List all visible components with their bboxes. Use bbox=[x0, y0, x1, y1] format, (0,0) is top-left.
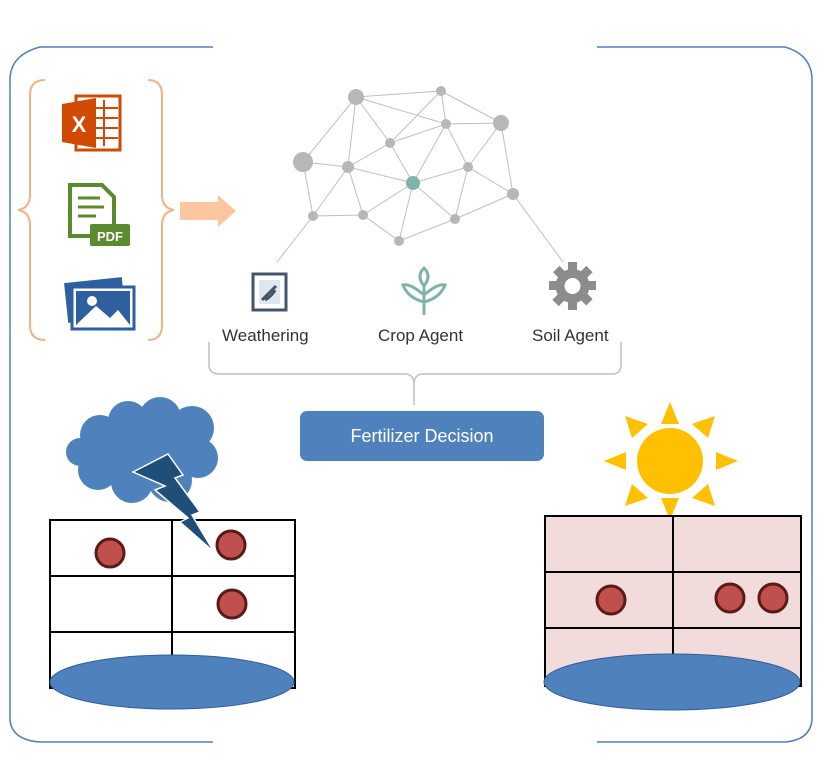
network-node bbox=[385, 138, 395, 148]
left-orange-brace bbox=[17, 79, 46, 341]
crop-agent-label: Crop Agent bbox=[378, 326, 464, 345]
right-orange-brace bbox=[147, 79, 175, 341]
network-node bbox=[348, 89, 364, 105]
network-edges bbox=[276, 90, 564, 263]
lightning-icon bbox=[131, 453, 215, 553]
network-node bbox=[493, 115, 509, 131]
frame-left-bracket bbox=[9, 46, 213, 743]
network-node bbox=[358, 210, 368, 220]
left-bin-dots bbox=[94, 529, 248, 620]
frame-right-bracket bbox=[597, 46, 813, 743]
network-node bbox=[441, 119, 451, 129]
network-nodes bbox=[293, 86, 519, 246]
sun-icon bbox=[604, 402, 738, 520]
network-node bbox=[293, 152, 313, 172]
pdf-badge: PDF bbox=[97, 229, 123, 244]
arrow-icon bbox=[180, 195, 236, 227]
right-bin bbox=[543, 515, 802, 711]
cloud-icon bbox=[66, 397, 218, 503]
right-bin-dots bbox=[595, 582, 789, 616]
left-bin bbox=[49, 519, 296, 710]
fertilizer-decision-label: Fertilizer Decision bbox=[350, 425, 494, 446]
gear-icon bbox=[549, 262, 596, 310]
network-node bbox=[342, 161, 354, 173]
excel-icon: X bbox=[62, 94, 122, 152]
cell-dot bbox=[216, 588, 248, 620]
weathering-label: Weathering bbox=[222, 326, 309, 345]
plant-icon bbox=[401, 265, 447, 315]
cell-dot bbox=[595, 584, 627, 616]
fertilizer-decision-button[interactable]: Fertilizer Decision bbox=[300, 411, 544, 461]
cell-dot bbox=[714, 582, 746, 614]
network-node bbox=[450, 214, 460, 224]
network-node bbox=[394, 236, 404, 246]
cell-dot bbox=[94, 537, 126, 569]
network-node bbox=[463, 162, 473, 172]
left-bin-base bbox=[49, 654, 295, 710]
weathering-icon bbox=[251, 272, 288, 312]
agents-brace bbox=[208, 342, 622, 405]
network-node bbox=[308, 211, 318, 221]
image-icon bbox=[64, 277, 136, 331]
soil-agent-label: Soil Agent bbox=[532, 326, 609, 345]
network-node bbox=[507, 188, 519, 200]
cell-dot bbox=[757, 582, 789, 614]
network-node bbox=[436, 86, 446, 96]
excel-letter: X bbox=[72, 112, 87, 137]
cell-dot bbox=[215, 529, 247, 561]
pdf-icon: PDF bbox=[68, 183, 130, 246]
network-center-node bbox=[406, 176, 420, 190]
right-bin-base bbox=[543, 653, 801, 711]
